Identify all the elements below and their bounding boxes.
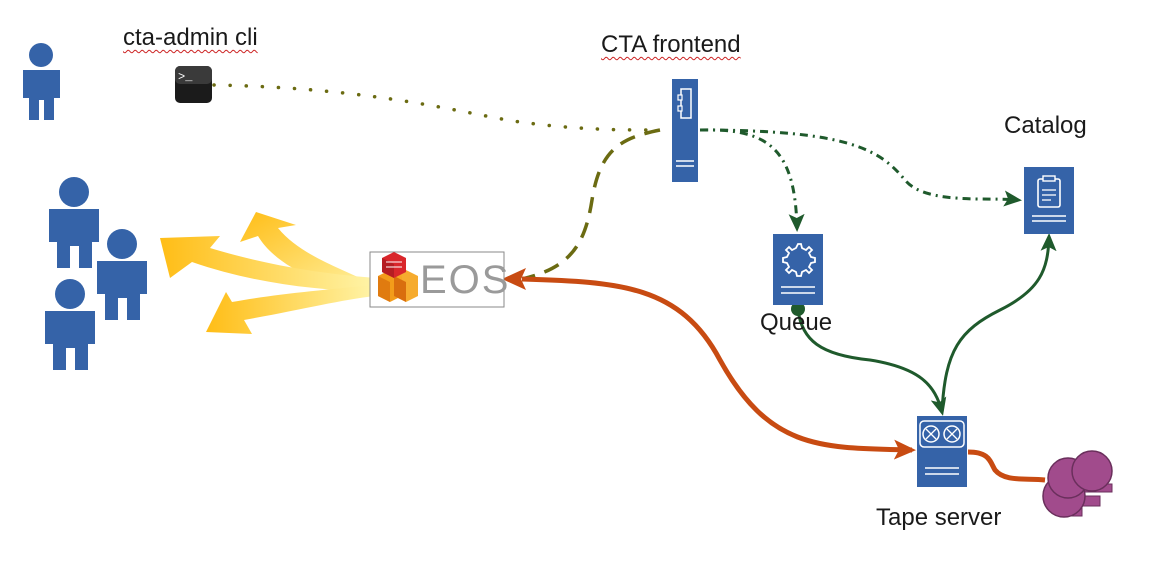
user-icon — [45, 279, 95, 370]
tapeserver-to-catalog-link — [940, 233, 1057, 413]
svg-text:>_: >_ — [178, 70, 193, 84]
eos-data-flow-arrows — [160, 212, 375, 334]
tapeserver-to-library-link — [967, 449, 1046, 483]
queue-gear-server-icon — [773, 234, 823, 305]
cli-label: cta-admin cli — [123, 24, 258, 51]
yellow-arrow-down — [206, 285, 375, 334]
user-icon — [49, 177, 99, 268]
frontend-to-eos-link — [521, 128, 661, 281]
users-group-icon — [45, 177, 147, 370]
user-icon — [97, 229, 147, 320]
eos-arrowhead — [502, 268, 526, 290]
queue-link-dot — [791, 302, 805, 316]
eos-logo-text: EOS — [420, 258, 510, 302]
eos-logo: EOS — [369, 251, 510, 308]
yellow-arrow-left — [160, 236, 375, 292]
frontend-server-icon — [672, 79, 698, 182]
frontend-label: CTA frontend — [601, 31, 741, 58]
frontend-to-queue-link — [699, 128, 805, 232]
queue-to-tapeserver-link — [796, 309, 947, 416]
tape-server-label: Tape server — [876, 504, 1002, 531]
frontend-to-catalog-link — [699, 128, 1022, 207]
yellow-arrow-up — [240, 212, 375, 295]
tape-drive-server-icon — [917, 416, 967, 487]
catalog-clipboard-server-icon — [1024, 167, 1074, 234]
cli-to-frontend-link — [212, 83, 662, 132]
terminal-icon: >_ — [175, 66, 212, 103]
catalog-label: Catalog — [1004, 112, 1087, 139]
eos-cubes-icon — [378, 252, 418, 302]
tape-library-icon — [1042, 450, 1113, 518]
eos-to-tapeserver-link — [521, 276, 916, 460]
queue-label: Queue — [760, 309, 833, 336]
admin-user-icon — [23, 43, 60, 120]
